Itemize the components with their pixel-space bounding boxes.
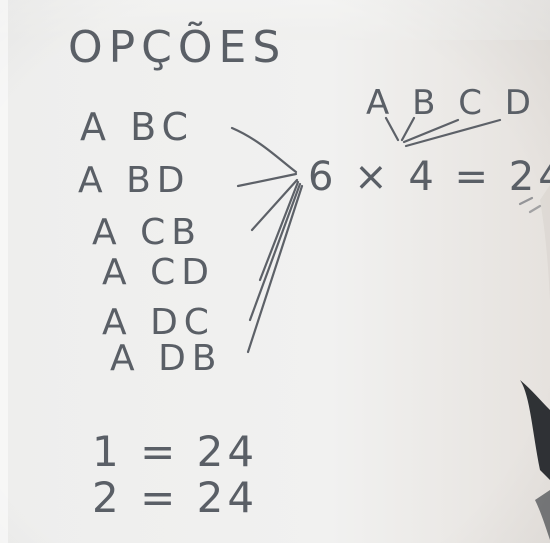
product-text: 6 × 4 = 24 [308,154,550,200]
results: 1 = 24 2 = 24 [92,427,258,522]
option-4: A CD [102,252,215,293]
result-2: 2 = 24 [92,473,258,522]
letters-top: A B C D [366,83,537,123]
option-connector-lines [230,126,304,354]
option-3: A CB [92,212,202,253]
option-2: A BD [78,160,191,201]
right-edge-shadow [520,380,550,480]
option-6: A DB [110,338,223,379]
option-1: A BC [80,105,194,149]
options-list: A BC A BD A CB A CD A DC A DB [78,105,223,379]
title-text: OPÇÕES [68,21,286,73]
letter-connector-lines [384,116,502,148]
option-5: A DC [102,302,215,343]
result-1: 1 = 24 [92,427,258,476]
